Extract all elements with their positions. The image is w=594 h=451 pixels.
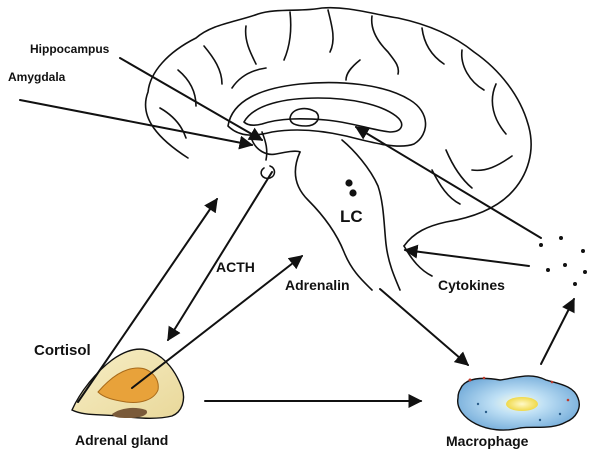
sulcus-2 <box>246 26 256 64</box>
macrophage-drawing <box>458 376 580 430</box>
arrow-acth <box>168 172 272 340</box>
arrow-adrenal-adrenalin <box>132 256 302 388</box>
fornix <box>262 132 267 160</box>
sulcus-9 <box>472 156 512 170</box>
sulcus-1 <box>204 46 222 84</box>
label-cytokines: Cytokines <box>438 278 505 292</box>
label-lc: LC <box>340 208 363 225</box>
sulcus-11 <box>160 108 186 138</box>
arrow-cytokines-brainstem <box>405 250 529 266</box>
adrenal-gland-drawing <box>72 349 184 418</box>
arrow-amygdala <box>20 100 252 145</box>
arrow-hippocampus <box>120 58 262 140</box>
label-adrenalin: Adrenalin <box>285 278 350 292</box>
label-macrophage: Macrophage <box>446 434 528 448</box>
sulcus-4 <box>328 10 333 52</box>
lc-dot-lower <box>349 189 356 196</box>
hypothalamus <box>252 140 300 154</box>
label-adrenal-gland: Adrenal gland <box>75 433 168 447</box>
sulcus-6 <box>422 28 444 64</box>
cerebrum-contour <box>146 8 532 246</box>
sulcus-8 <box>492 84 506 134</box>
sulcus-5 <box>372 16 399 74</box>
label-acth: ACTH <box>216 260 255 274</box>
brain-outline <box>146 8 532 290</box>
lc-dot-upper <box>345 179 352 186</box>
corpus-callosum-inner <box>244 98 402 132</box>
sulcus-14 <box>346 60 360 80</box>
thalamus-loop <box>290 109 318 126</box>
cytokine-dots <box>539 236 587 286</box>
sulcus-3 <box>284 12 291 60</box>
arrow-macrophage-cytokines <box>541 299 574 364</box>
arrow-adrenalin-macrophage <box>380 289 468 365</box>
label-amygdala: Amygdala <box>8 71 65 83</box>
macrophage-nucleus <box>506 397 538 411</box>
sulcus-15 <box>232 68 266 88</box>
label-cortisol: Cortisol <box>34 343 91 358</box>
label-hippocampus: Hippocampus <box>30 43 109 55</box>
